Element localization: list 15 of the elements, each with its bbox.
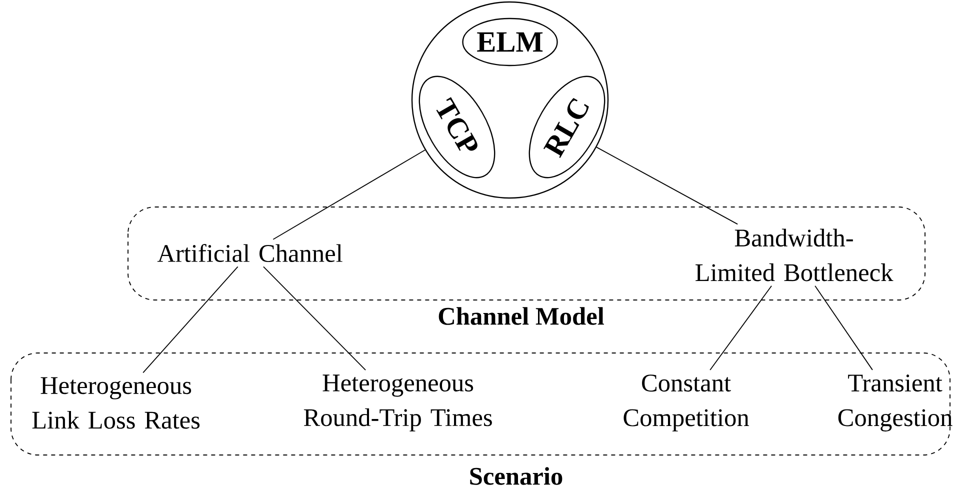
item-label: Heterogeneous Link Loss Rates bbox=[32, 377, 200, 429]
item-label: Transient Congestion bbox=[838, 374, 952, 432]
node-label: Channel Model bbox=[438, 307, 604, 325]
item-label: Artificial Channel bbox=[157, 244, 342, 262]
item-label: Heterogeneous Round-Trip Times bbox=[304, 374, 492, 432]
item-label: Bandwidth-Limited Bottleneck bbox=[696, 228, 894, 282]
connector-line bbox=[142, 266, 238, 374]
node-label: Scenario bbox=[470, 467, 562, 485]
connector-line bbox=[596, 146, 738, 225]
connector-line bbox=[814, 285, 873, 370]
connector-line bbox=[272, 150, 426, 240]
model-circle bbox=[411, 1, 609, 199]
connector-line bbox=[263, 266, 366, 371]
connector-line bbox=[710, 285, 772, 370]
item-label: Constant Competition bbox=[624, 374, 749, 432]
